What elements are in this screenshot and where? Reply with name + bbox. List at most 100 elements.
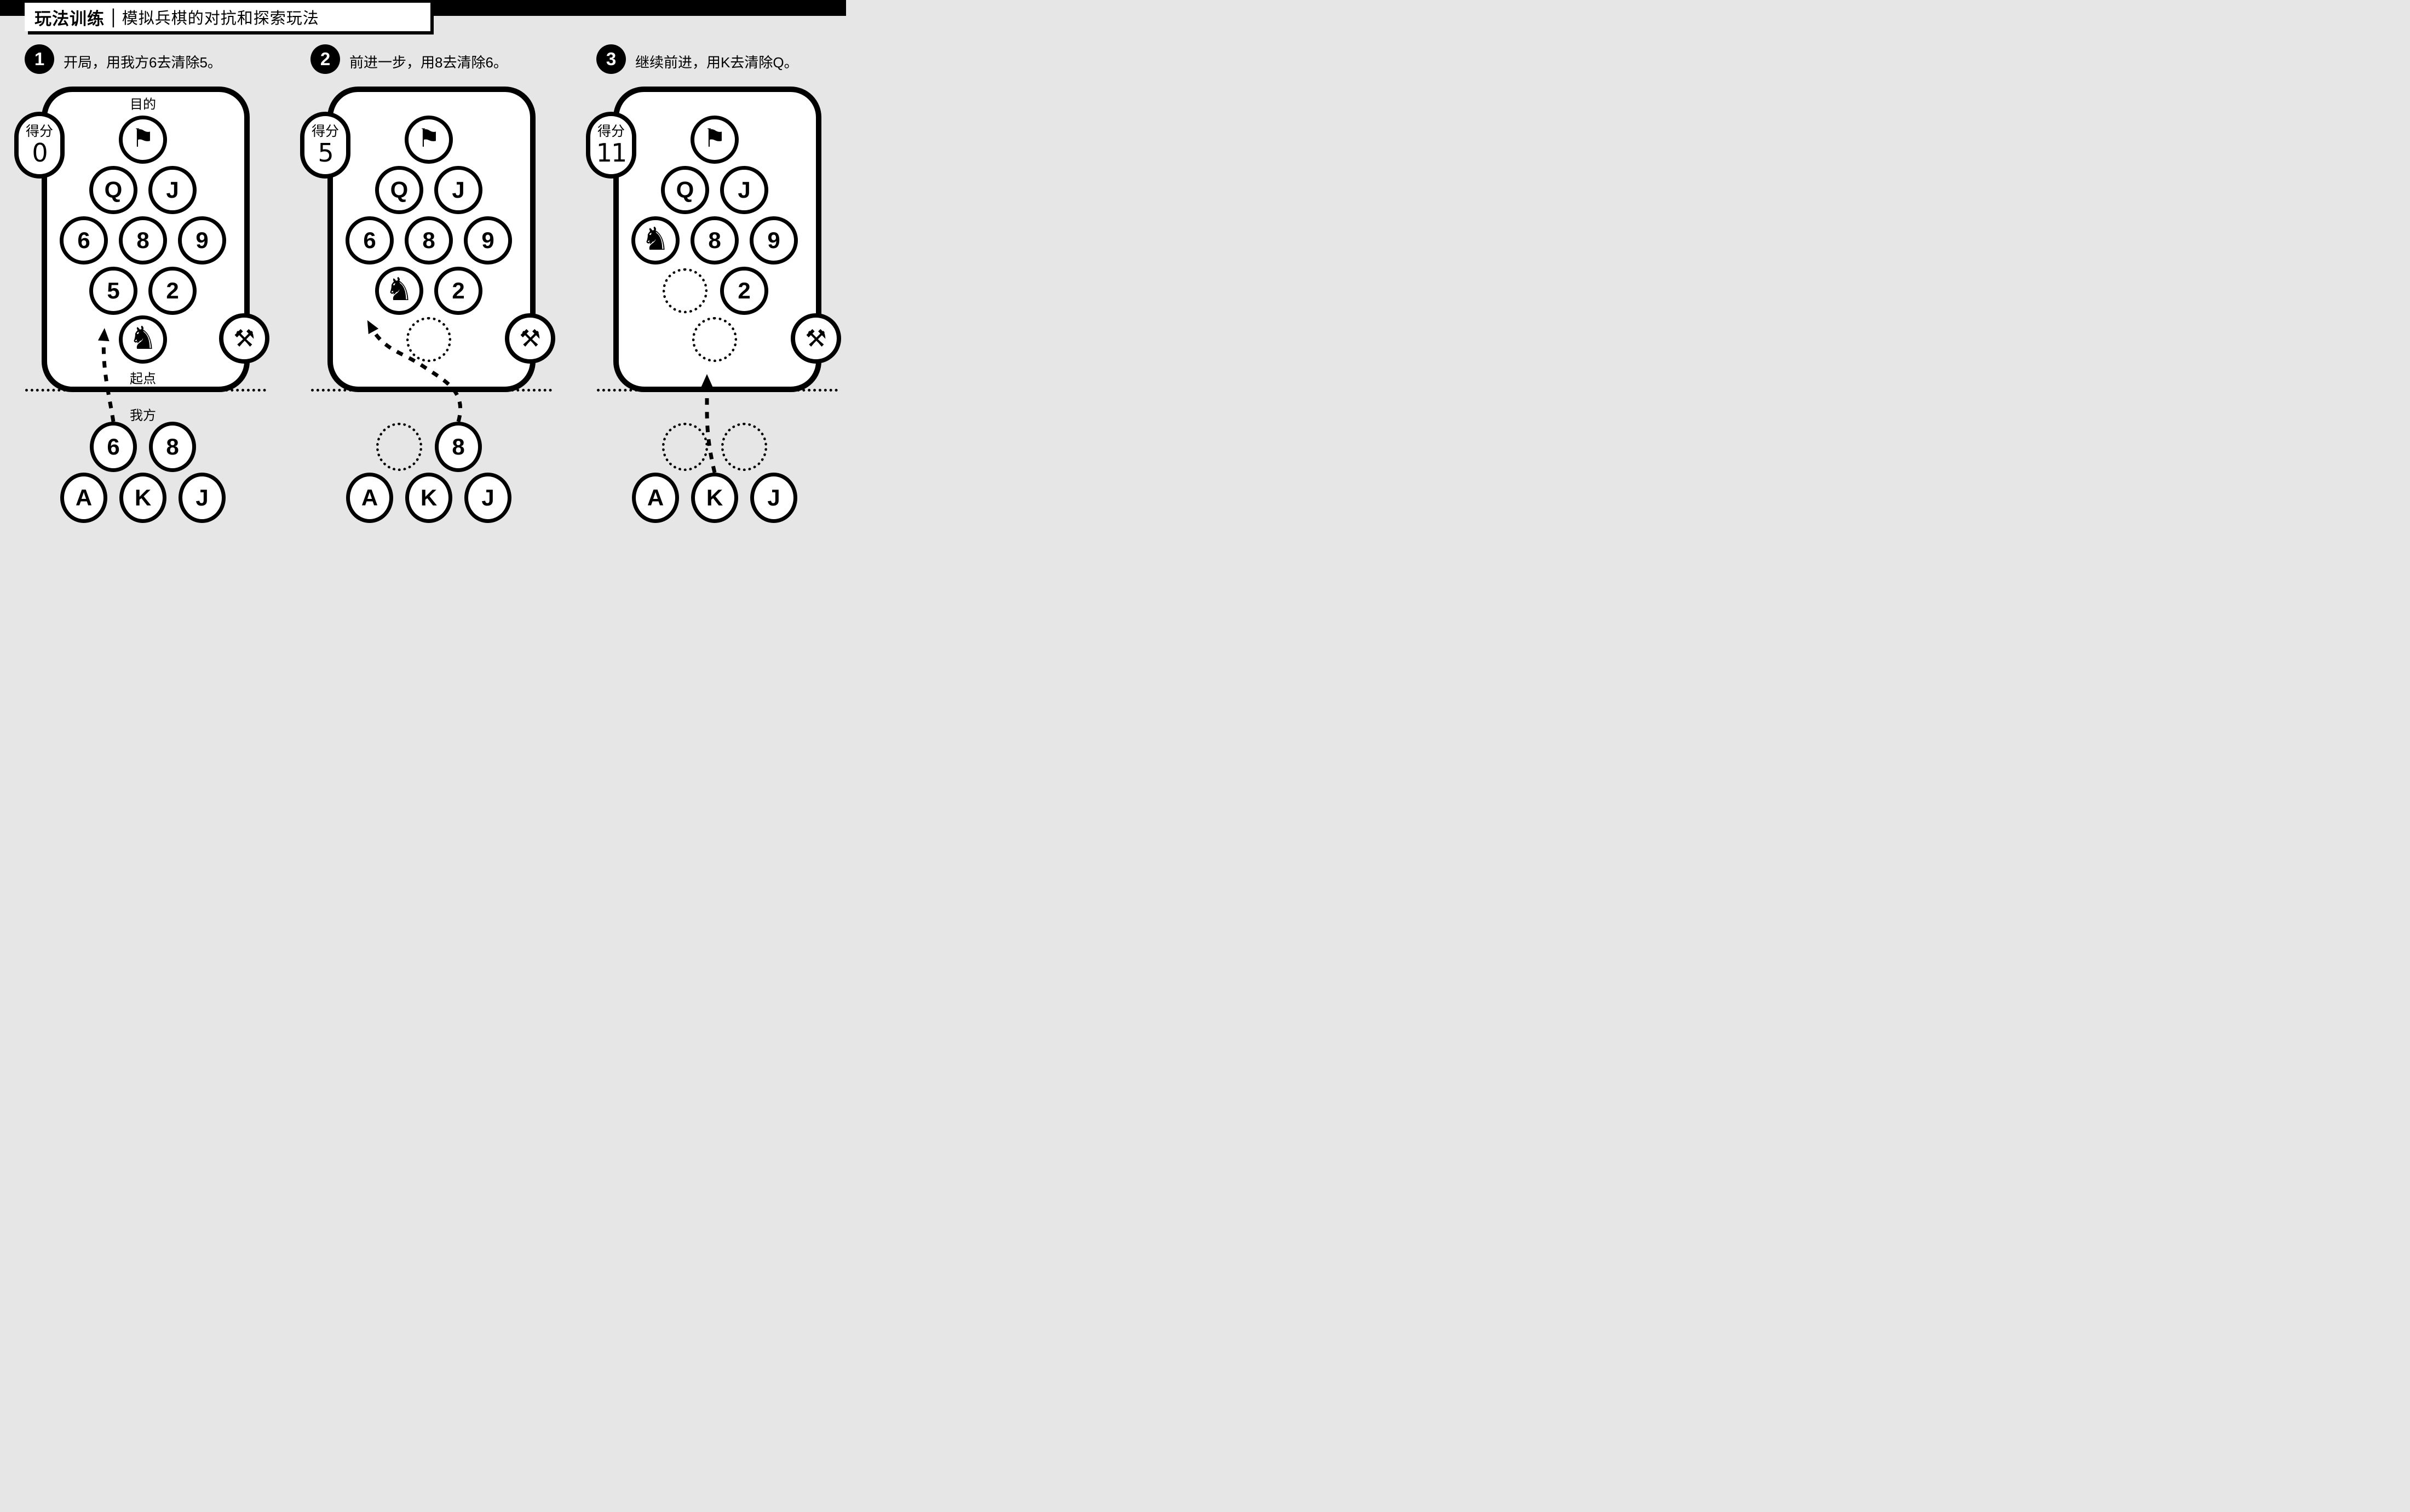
hand-card-A[interactable]: A — [346, 473, 393, 523]
hand-empty-slot — [376, 423, 422, 471]
card-value: 9 — [481, 227, 494, 253]
board-card-Q[interactable]: Q — [89, 166, 137, 214]
title-subtitle: 模拟兵棋的对抗和探索玩法 — [122, 10, 319, 27]
card-value: Q — [104, 177, 123, 203]
hand-card-A[interactable]: A — [60, 473, 107, 523]
board-card-J[interactable]: J — [434, 166, 482, 214]
hand-card-8[interactable]: 8 — [435, 422, 482, 472]
knight-piece[interactable]: ♞ — [119, 315, 167, 364]
board-card-Q[interactable]: Q — [375, 166, 423, 214]
card-value: J — [166, 177, 179, 203]
knight-piece[interactable]: ♞ — [375, 267, 423, 315]
board-card-5[interactable]: 5 — [89, 267, 137, 315]
goal-label: 目的 — [130, 97, 156, 112]
mining-badge: ⚒ — [505, 313, 555, 364]
card-value: J — [452, 177, 465, 203]
score-value: 5 — [318, 137, 333, 168]
card-value: J — [481, 485, 494, 510]
card-value: K — [134, 485, 152, 510]
flag-icon: ⚑ — [703, 123, 726, 153]
card-value: 6 — [107, 434, 120, 459]
start-label: 起点 — [130, 371, 156, 387]
title-section: 玩法训练 — [34, 9, 105, 28]
hand-card-J[interactable]: J — [464, 473, 511, 523]
board-card-J[interactable]: J — [720, 166, 768, 214]
hand-card-J[interactable]: J — [179, 473, 226, 523]
score-label: 得分 — [25, 124, 53, 140]
score-value: 11 — [596, 137, 628, 168]
score-value: 0 — [32, 137, 48, 168]
knight-icon: ♞ — [385, 271, 413, 308]
card-value: A — [361, 485, 378, 510]
card-value: J — [195, 485, 209, 510]
hand-card-K[interactable]: K — [691, 473, 738, 523]
step-number-badge: 2 — [310, 44, 340, 74]
board-empty-slot — [663, 268, 708, 313]
hand-card-K[interactable]: K — [405, 473, 452, 523]
card-value: K — [420, 485, 438, 510]
hammers-icon: ⚒ — [233, 324, 255, 353]
score-label: 得分 — [311, 124, 339, 140]
step-number-badge: 3 — [596, 44, 626, 74]
card-value: J — [738, 177, 751, 203]
card-value: Q — [676, 177, 694, 203]
step-caption: 继续前进，用K去清除Q。 — [635, 54, 798, 71]
board-card-6[interactable]: 6 — [60, 216, 108, 265]
goal-flag-cell: ⚑ — [405, 116, 453, 164]
board-card-8[interactable]: 8 — [405, 216, 453, 265]
board-card-9[interactable]: 9 — [464, 216, 512, 265]
board-card-2[interactable]: 2 — [434, 267, 482, 315]
mining-badge: ⚒ — [219, 313, 269, 364]
hammers-icon: ⚒ — [805, 324, 827, 353]
board-card-2[interactable]: 2 — [720, 267, 768, 315]
card-value: 8 — [136, 227, 149, 253]
card-value: 2 — [166, 278, 179, 303]
card-value: K — [706, 485, 723, 510]
board-card-J[interactable]: J — [148, 166, 197, 214]
card-value: Q — [390, 177, 409, 203]
board-card-2[interactable]: 2 — [148, 267, 197, 315]
page-title: 玩法训练 | 模拟兵棋的对抗和探索玩法 — [25, 3, 430, 31]
card-value: 6 — [363, 227, 376, 253]
hand-card-K[interactable]: K — [119, 473, 166, 523]
score-label: 得分 — [597, 124, 625, 140]
board-card-6[interactable]: 6 — [346, 216, 394, 265]
hand-empty-slot — [721, 423, 767, 471]
hand-card-6[interactable]: 6 — [90, 422, 137, 472]
title-separator: | — [111, 5, 116, 28]
board-card-9[interactable]: 9 — [178, 216, 226, 265]
board-card-8[interactable]: 8 — [691, 216, 739, 265]
goal-flag-cell: ⚑ — [691, 116, 739, 164]
board-empty-slot — [406, 317, 451, 362]
card-value: A — [647, 485, 664, 510]
step-number-badge: 1 — [25, 44, 54, 74]
mining-badge: ⚒ — [791, 313, 841, 364]
knight-piece[interactable]: ♞ — [631, 216, 680, 265]
card-value: 8 — [422, 227, 435, 253]
card-value: J — [767, 485, 780, 510]
board-card-Q[interactable]: Q — [661, 166, 709, 214]
knight-icon: ♞ — [129, 319, 157, 357]
hand-card-8[interactable]: 8 — [149, 422, 196, 472]
board-empty-slot — [692, 317, 737, 362]
card-value: 9 — [195, 227, 209, 253]
card-value: 8 — [708, 227, 721, 253]
board-card-9[interactable]: 9 — [750, 216, 798, 265]
hand-card-A[interactable]: A — [632, 473, 679, 523]
card-value: 8 — [166, 434, 179, 459]
knight-icon: ♞ — [641, 220, 670, 257]
card-value: 6 — [77, 227, 90, 253]
step-caption: 开局，用我方6去清除5。 — [64, 54, 222, 71]
step-caption: 前进一步，用8去清除6。 — [349, 54, 508, 71]
hammers-icon: ⚒ — [519, 324, 541, 353]
card-value: 5 — [107, 278, 120, 303]
flag-icon: ⚑ — [417, 123, 440, 153]
goal-flag-cell: ⚑ — [119, 116, 167, 164]
card-value: 9 — [767, 227, 780, 253]
hand-card-J[interactable]: J — [750, 473, 797, 523]
board-card-8[interactable]: 8 — [119, 216, 167, 265]
